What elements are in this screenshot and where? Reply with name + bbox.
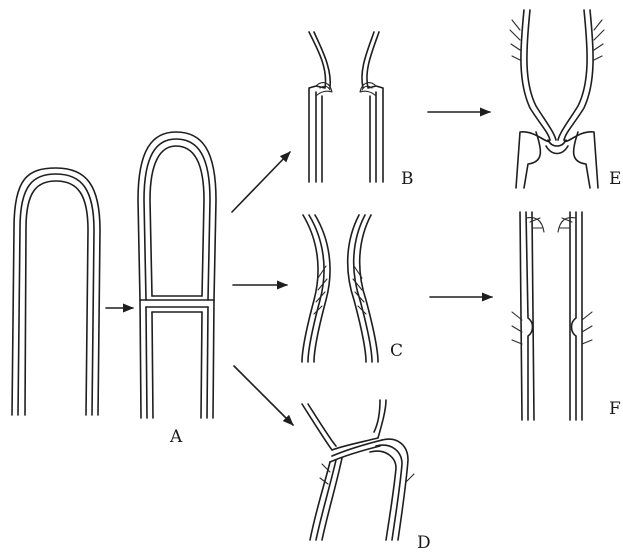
label-f: F [609, 399, 621, 419]
arrow-to-b [232, 152, 290, 212]
label-e: E [609, 169, 621, 189]
arrow-to-d [234, 366, 293, 425]
cell-d: D [302, 400, 431, 553]
label-c: C [390, 341, 403, 361]
cell-e: E [510, 10, 621, 189]
cell-f: F [512, 212, 621, 420]
label-b: B [401, 169, 414, 189]
cell-a [138, 132, 216, 418]
label-a: A [169, 427, 183, 447]
label-d: D [417, 533, 431, 553]
cell-c: C [302, 215, 403, 362]
cell-b: B [309, 32, 414, 189]
initial-cell [12, 168, 100, 415]
